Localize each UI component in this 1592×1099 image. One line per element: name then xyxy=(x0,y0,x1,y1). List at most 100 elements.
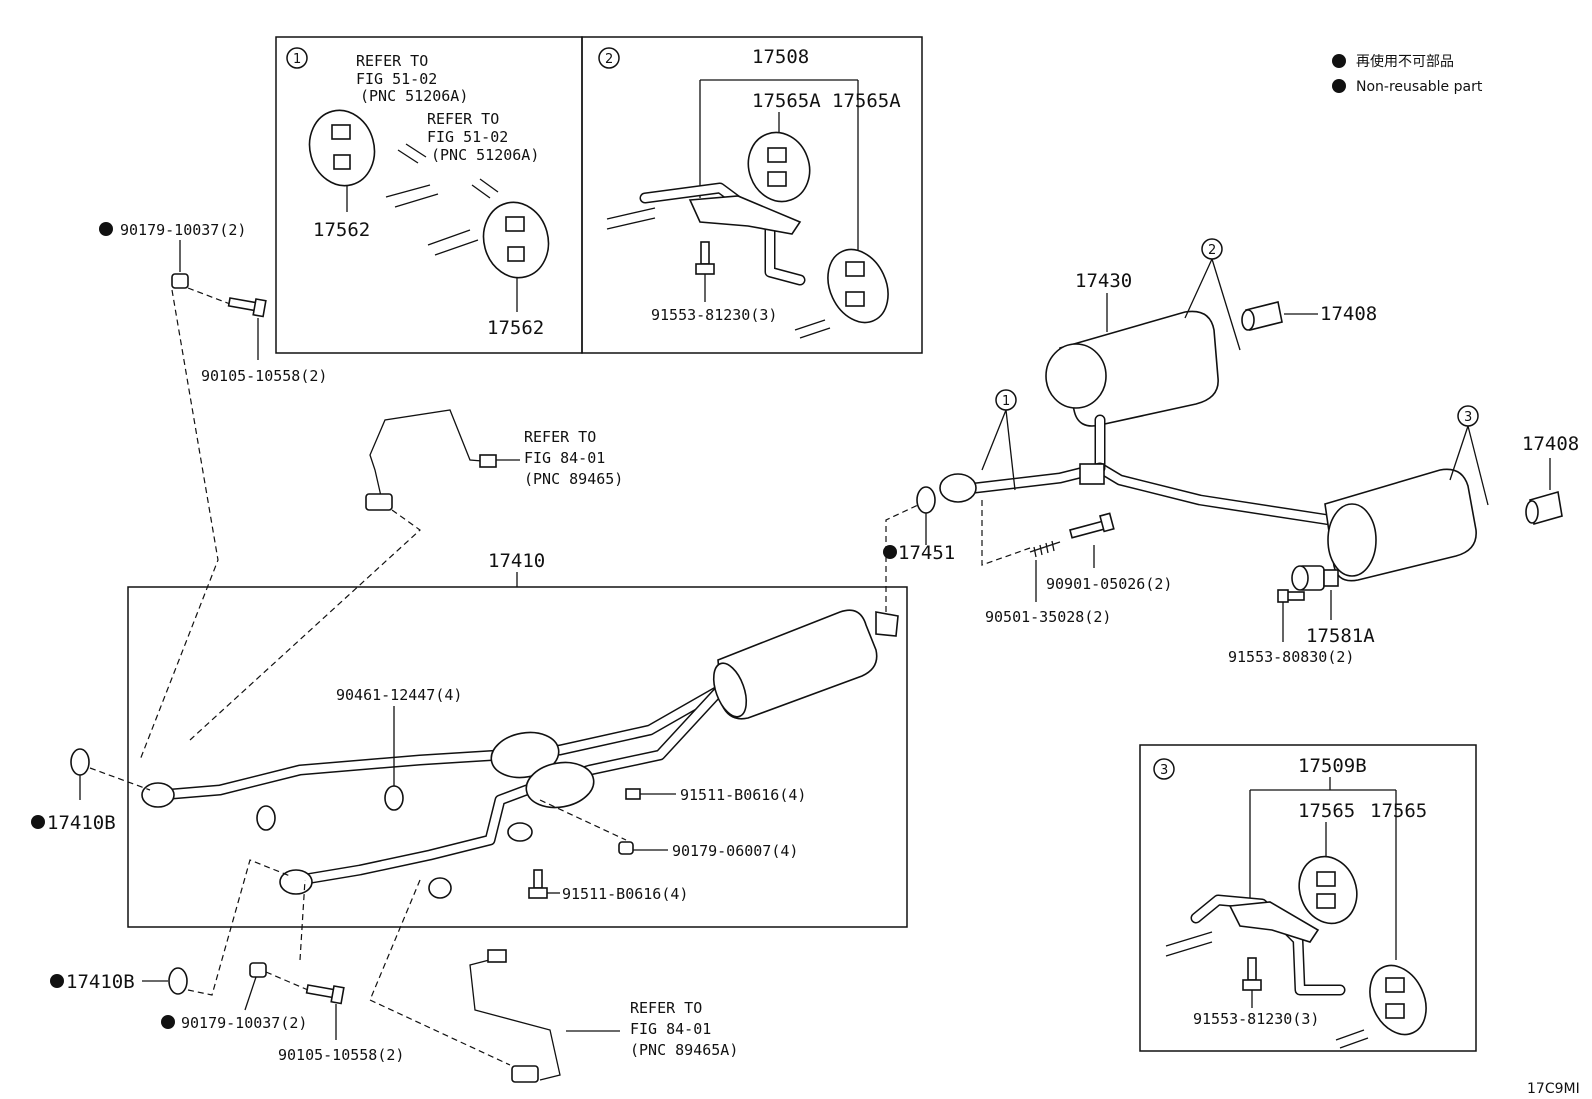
part-17430: 17430 xyxy=(1075,270,1132,292)
part-91511-B0616: 91511-B0616(4) xyxy=(562,885,688,903)
assembly-17410-box xyxy=(127,586,908,928)
part-17581A: 17581A xyxy=(1306,625,1375,647)
assembly-line xyxy=(539,799,627,841)
clamp xyxy=(507,822,533,842)
spring xyxy=(1029,540,1061,558)
assembly-line xyxy=(187,287,231,305)
leader xyxy=(244,976,257,1011)
pipe-stub xyxy=(606,207,656,230)
part-17565: 17565 xyxy=(1370,800,1427,822)
assembly-line xyxy=(299,879,306,961)
non-reusable-dot-icon xyxy=(161,1015,175,1029)
refer-line: REFER TO xyxy=(524,428,596,446)
bracket-leader xyxy=(1249,789,1397,960)
bolt-91553-80830 xyxy=(1277,589,1305,603)
inset-number-circle xyxy=(286,47,308,69)
inset-3: 3 17509B 17565 17565 91553-81230(3) xyxy=(1153,755,1427,1049)
hanger-17562-upper xyxy=(308,109,376,187)
clamp xyxy=(428,877,452,899)
assembly-line xyxy=(885,504,919,612)
refer-line: FIG 84-01 xyxy=(524,449,605,467)
inset-2: 2 17508 17565A 17565A 91553-81230(3) xyxy=(598,46,901,339)
bolt-91553 xyxy=(695,241,715,275)
part-91553-81230: 91553-81230(3) xyxy=(1193,1010,1319,1028)
assembly-line xyxy=(187,859,291,996)
part-17562: 17562 xyxy=(313,219,370,241)
part-17565: 17565 xyxy=(1298,800,1355,822)
part-91553-80830: 91553-80830(2) xyxy=(1228,648,1354,666)
refer-line: FIG 51-02 xyxy=(427,128,508,146)
tail-pipe-lower xyxy=(1525,490,1563,526)
part-17565A: 17565A xyxy=(752,90,821,112)
non-reusable-dot-icon xyxy=(883,545,897,559)
part-17509B: 17509B xyxy=(1298,755,1367,777)
bolt-91553-81230 xyxy=(1242,957,1262,991)
leader xyxy=(981,409,1016,491)
legend-jp: 再使用不可部品 xyxy=(1356,53,1454,70)
inset-number: 1 xyxy=(293,52,301,67)
inset-number: 2 xyxy=(605,52,613,67)
bolt-90105-bottom xyxy=(305,984,345,1005)
inset-number: 3 xyxy=(1160,763,1168,778)
callout-number: 1 xyxy=(1002,394,1010,409)
inset-3-box xyxy=(1139,744,1477,1052)
part-17562: 17562 xyxy=(487,317,544,339)
part-17451: 17451 xyxy=(898,542,955,564)
nut xyxy=(618,841,634,855)
part-17410: 17410 xyxy=(488,550,545,572)
inset-2-box xyxy=(581,36,923,354)
leader xyxy=(1184,258,1241,351)
legend: 再使用不可部品 Non-reusable part xyxy=(1332,53,1483,95)
refer-line: (PNC 89465A) xyxy=(630,1041,738,1059)
part-90105-10558: 90105-10558(2) xyxy=(278,1046,404,1064)
gasket xyxy=(916,486,936,514)
refer-line: REFER TO xyxy=(630,999,702,1017)
leader xyxy=(1449,425,1489,506)
assembly-line xyxy=(265,971,309,991)
part-91553-81230: 91553-81230(3) xyxy=(651,306,777,324)
rod-end xyxy=(479,178,499,193)
figure-code: 17C9MI xyxy=(1527,1081,1580,1097)
assembly-line xyxy=(139,289,219,761)
refer-line: (PNC 51206A) xyxy=(360,87,468,105)
hanger-17565A-upper xyxy=(747,131,811,203)
callout-number: 3 xyxy=(1464,410,1472,425)
joint-sleeve xyxy=(1079,463,1105,485)
nut xyxy=(171,273,189,289)
refer-line: REFER TO xyxy=(427,110,499,128)
bolt-91511-lower xyxy=(528,869,548,899)
part-90501-35028: 90501-35028(2) xyxy=(985,608,1111,626)
part-17408: 17408 xyxy=(1320,303,1377,325)
rod-end xyxy=(471,184,491,199)
non-reusable-dot-icon xyxy=(1332,79,1346,93)
pipe-stub xyxy=(1335,1029,1369,1049)
assembly-line xyxy=(189,509,421,741)
part-90179-10037: 90179-10037(2) xyxy=(181,1014,307,1032)
clamp xyxy=(384,785,404,811)
part-90901-05026: 90901-05026(2) xyxy=(1046,575,1172,593)
part-90461-12447: 90461-12447(4) xyxy=(336,686,462,704)
bolt xyxy=(625,788,641,800)
pipe-stub xyxy=(1165,931,1213,957)
oxygen-sensor-1 xyxy=(365,409,497,511)
non-reusable-dot-icon xyxy=(99,222,113,236)
refer-line: FIG 51-02 xyxy=(356,70,437,88)
center-muffler xyxy=(1045,310,1219,427)
non-reusable-dot-icon xyxy=(50,974,64,988)
non-reusable-dot-icon xyxy=(1332,54,1346,68)
refer-line: REFER TO xyxy=(356,52,428,70)
gasket xyxy=(168,967,188,995)
part-17508: 17508 xyxy=(752,46,809,68)
bracket-leader xyxy=(699,79,859,250)
hanger-17565-upper xyxy=(1298,855,1358,925)
legend-en: Non-reusable part xyxy=(1356,79,1483,95)
callout-number: 2 xyxy=(1208,243,1216,258)
part-17408: 17408 xyxy=(1522,433,1579,455)
pipe-stub xyxy=(427,229,479,256)
tail-pipe-upper xyxy=(1241,301,1283,331)
part-17410B: 17410B xyxy=(47,812,116,834)
bolt-90901 xyxy=(1069,512,1115,539)
rod-end xyxy=(397,149,419,164)
